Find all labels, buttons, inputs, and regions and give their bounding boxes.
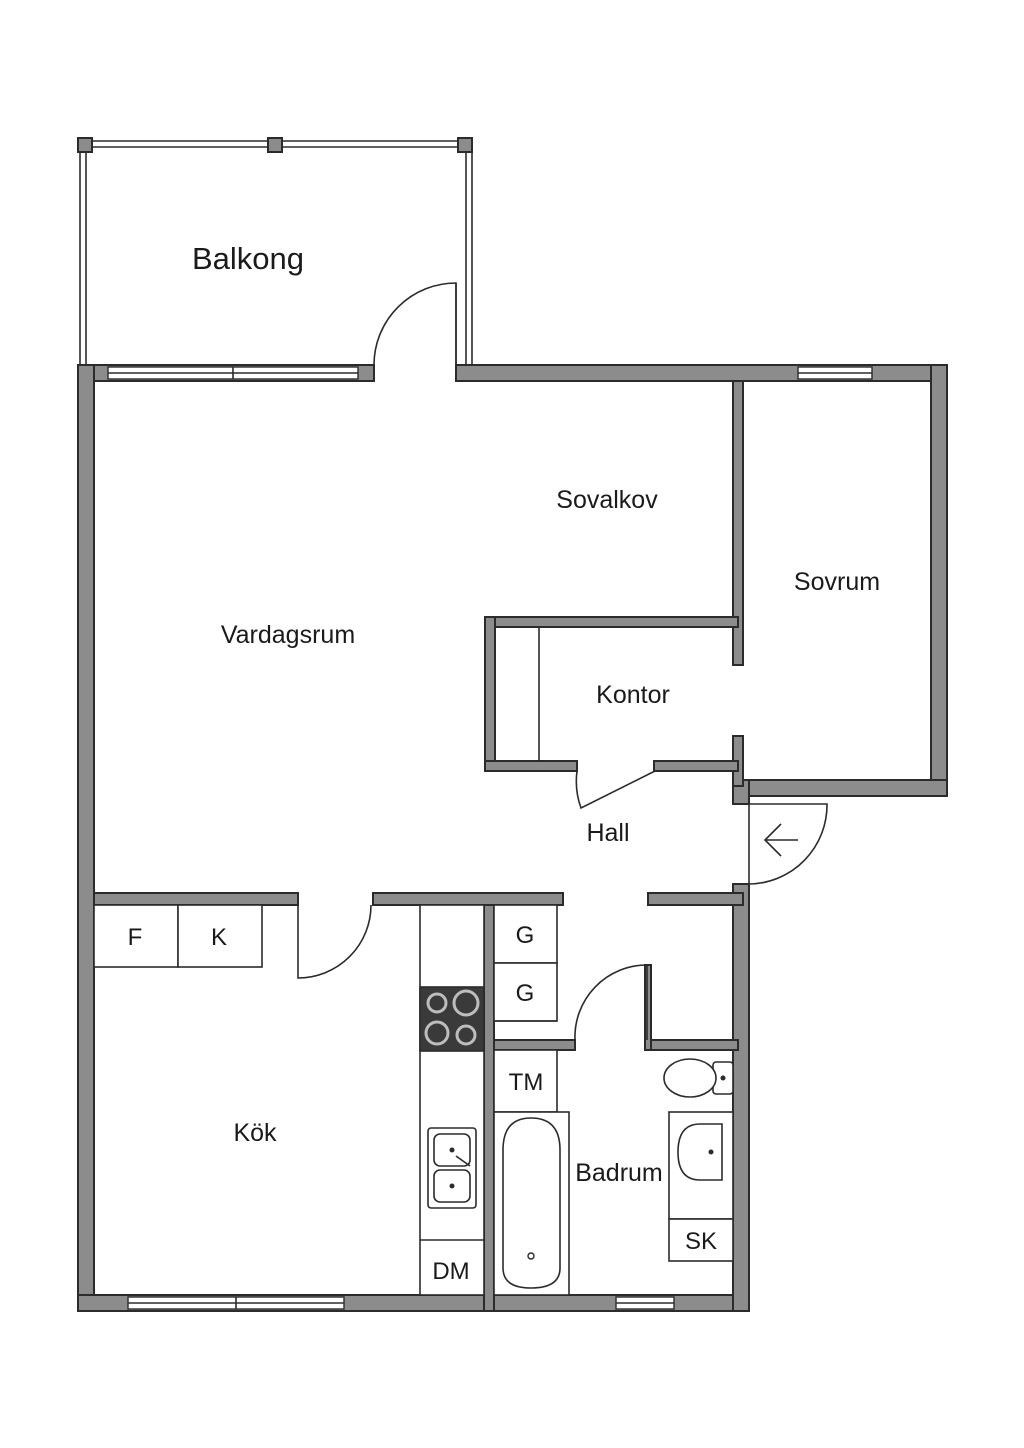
wall-office-bottom-left — [484, 760, 578, 772]
fridge-box — [93, 904, 179, 968]
door-kitchen — [297, 904, 372, 979]
balcony-post-left — [77, 137, 93, 153]
wall-bedroom-right — [930, 364, 948, 797]
fixture-label-freezer: K — [211, 924, 227, 951]
wall-bath-top-right — [649, 1039, 739, 1051]
room-label-hall: Hall — [586, 819, 629, 847]
kitchen-fixtures — [93, 904, 485, 1296]
room-label-sovalkov: Sovalkov — [556, 486, 658, 514]
cabinet-box — [668, 1218, 734, 1262]
washbasin-icon — [668, 1111, 734, 1220]
closet-1-box — [493, 904, 558, 964]
room-label-sovrum: Sovrum — [794, 568, 880, 596]
fixture-label-washer: TM — [509, 1069, 544, 1096]
wall-office-bottom-right — [653, 760, 739, 772]
room-label-vardagsrum: Vardagsrum — [221, 621, 355, 649]
wall-office-left — [484, 616, 496, 772]
wall-right-lower — [732, 883, 750, 1312]
balcony-post-middle — [267, 137, 283, 153]
fixture-label-dishwasher: DM — [432, 1258, 469, 1285]
stove-icon — [419, 986, 485, 1052]
closet-2-box — [493, 962, 558, 1022]
balcony — [77, 137, 473, 365]
room-label-kontor: Kontor — [596, 681, 670, 709]
door-bathroom — [574, 964, 648, 1041]
wall-kitchen-top-left — [93, 892, 299, 906]
toilet-icon — [663, 1058, 734, 1098]
wall-bath-top-left — [493, 1039, 576, 1051]
bathroom-fixtures — [493, 1049, 734, 1296]
sink-icon — [427, 1127, 477, 1209]
bathtub-icon — [493, 1111, 570, 1296]
fixture-label-cabinet: SK — [685, 1228, 717, 1255]
door-office — [575, 770, 656, 810]
door-entrance — [748, 803, 828, 885]
door-balcony — [373, 282, 457, 366]
wall-kitchen-top-right — [372, 892, 564, 906]
fixture-label-fridge: F — [128, 924, 143, 951]
freezer-box — [177, 904, 263, 968]
labels: Balkong Sovalkov Sovrum Vardagsrum Konto… — [128, 241, 880, 1285]
wall-kitchen-bath — [483, 904, 495, 1312]
fixture-label-closet-2: G — [516, 980, 535, 1007]
wall-left — [77, 364, 95, 1312]
windows — [107, 366, 873, 1310]
wall-bedroom-bottom — [732, 779, 948, 797]
wall-hall-right — [647, 892, 744, 906]
room-label-badrum: Badrum — [575, 1159, 663, 1187]
wall-top-right — [455, 364, 948, 382]
kitchen-counter — [419, 904, 485, 1296]
room-label-balkong: Balkong — [192, 241, 304, 276]
wall-office-top — [484, 616, 739, 628]
room-label-kok: Kök — [233, 1119, 277, 1147]
hall-closets — [493, 904, 558, 1022]
doors — [297, 282, 828, 1041]
wall-alcove-bedroom — [732, 380, 744, 666]
balcony-post-right — [457, 137, 473, 153]
wall-bath-door-jamb — [644, 964, 652, 1051]
entrance-arrow-icon — [763, 823, 798, 857]
fixture-label-closet-1: G — [516, 922, 535, 949]
washer-box — [493, 1049, 558, 1113]
